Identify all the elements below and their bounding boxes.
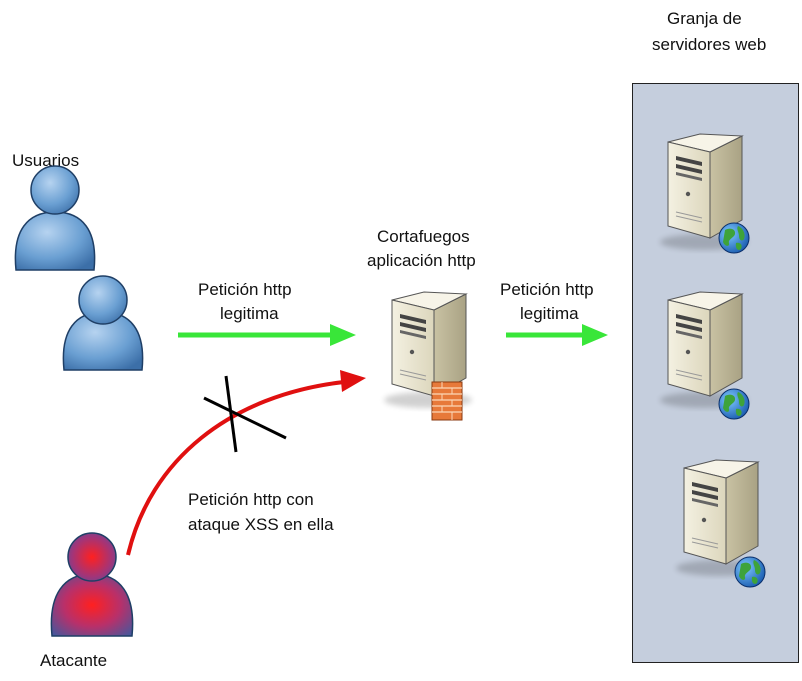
firewall-label-line2: aplicación http: [367, 251, 476, 270]
legit-request-label-line2: legitima: [220, 304, 279, 323]
user-icon: [62, 275, 144, 371]
forward-request-label-line1: Petición http: [500, 280, 594, 299]
xss-request-label-line2: ataque XSS en ella: [188, 515, 334, 534]
server-farm-title-line2: servidores web: [652, 35, 767, 54]
firewall-server-icon: [384, 292, 472, 421]
forward-request-label-line2: legitima: [520, 304, 579, 323]
forward-request-arrow: [506, 324, 608, 346]
firewall-label-line1: Cortafuegos: [377, 227, 470, 246]
users-label: Usuarios: [12, 151, 80, 170]
attacker-label: Atacante: [40, 651, 108, 670]
web-server-icon: [660, 134, 750, 254]
web-server-icon: [676, 460, 766, 588]
web-server-icon: [660, 292, 750, 420]
block-x-icon: [203, 375, 287, 453]
attack-request-arrow: [126, 370, 366, 556]
xss-request-label-line1: Petición http con: [188, 490, 314, 509]
legit-request-arrow: [178, 324, 356, 346]
legit-request-label-line1: Petición http: [198, 280, 292, 299]
attacker-icon: [50, 532, 134, 637]
server-farm-title-line1: Granja de: [667, 9, 742, 28]
user-icon: [14, 165, 96, 271]
